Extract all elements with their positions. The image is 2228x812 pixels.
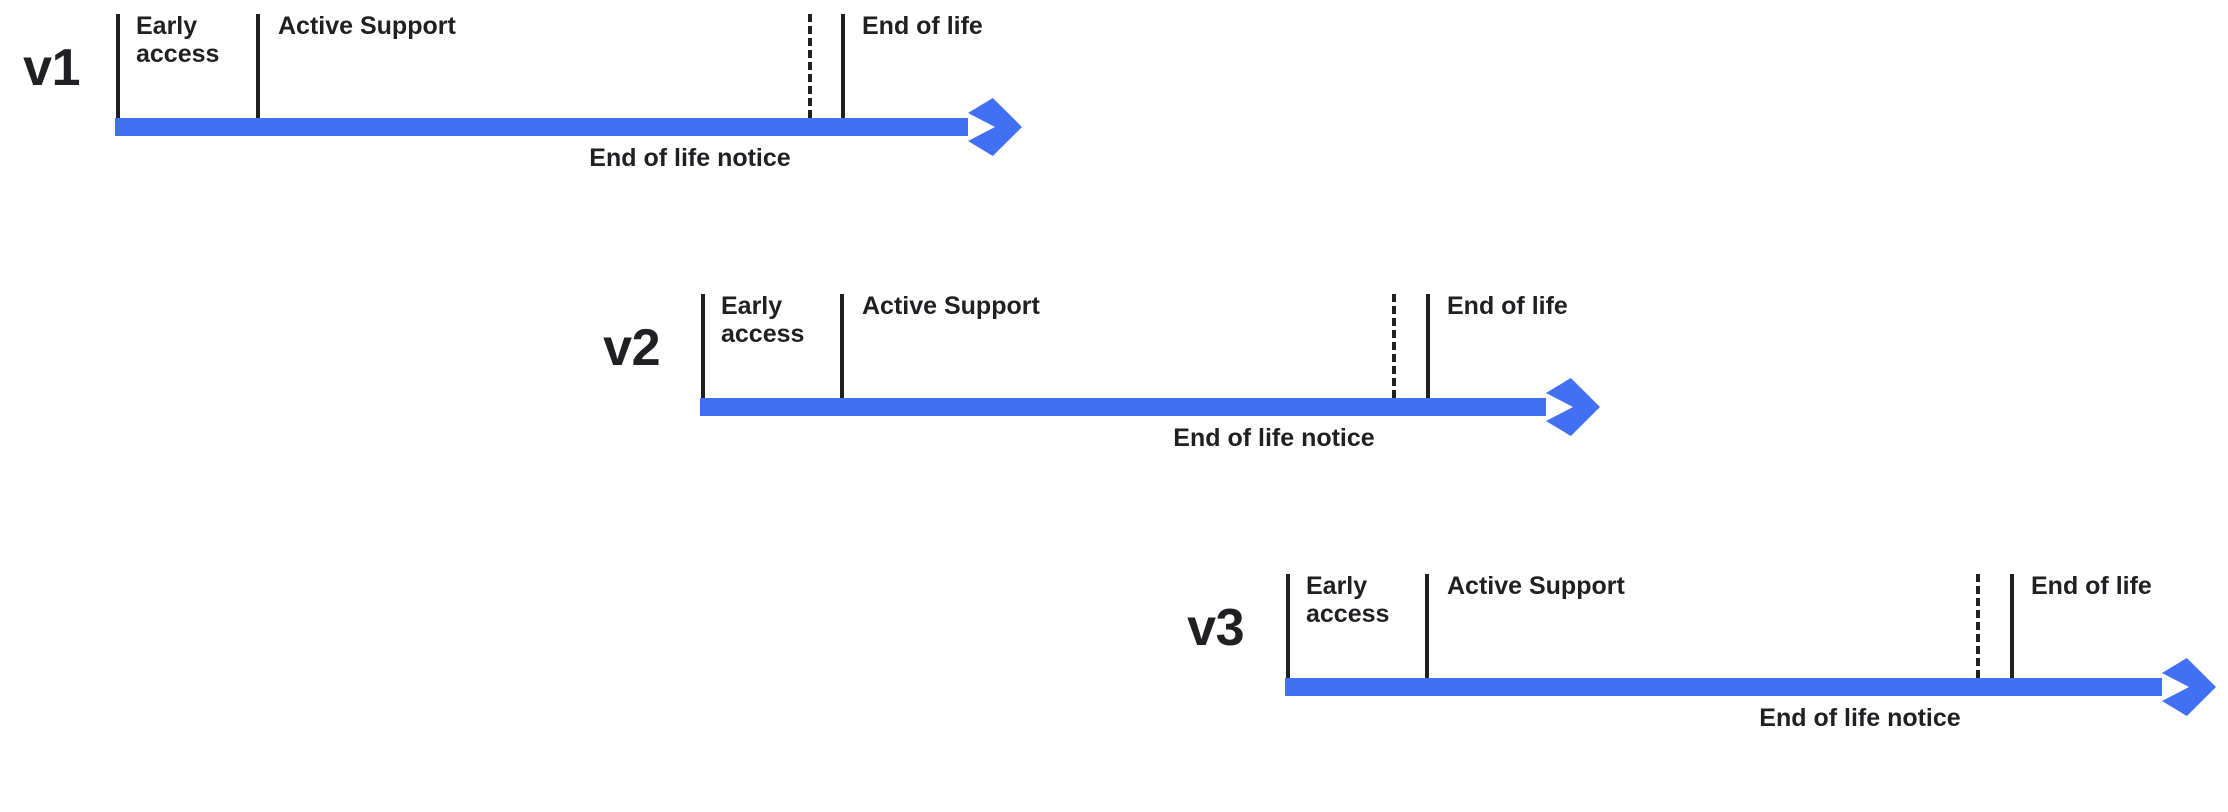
phase-divider-dashed-v1-2 bbox=[808, 14, 812, 118]
version-label-v2: v2 bbox=[603, 319, 660, 377]
phase-label-v2-3: End of life bbox=[1447, 292, 1568, 320]
phase-divider-dashed-v2-2 bbox=[1392, 294, 1396, 398]
eol-notice-label-v2: End of life notice bbox=[1173, 424, 1375, 452]
timeline-arrow-icon-v2 bbox=[1546, 378, 1600, 436]
phase-divider-solid-v3-0 bbox=[1286, 574, 1290, 678]
phase-label-v3-0: Early access bbox=[1306, 572, 1390, 628]
lifecycle-track-v1 bbox=[115, 118, 968, 136]
phase-divider-solid-v1-3 bbox=[841, 14, 845, 118]
timeline-arrow-icon-v1 bbox=[968, 98, 1022, 156]
phase-label-v3-3: End of life bbox=[2031, 572, 2152, 600]
phase-divider-solid-v2-0 bbox=[701, 294, 705, 398]
phase-label-v1-1: Active Support bbox=[278, 12, 456, 40]
phase-divider-solid-v3-3 bbox=[2010, 574, 2014, 678]
phase-label-v2-0: Early access bbox=[721, 292, 805, 348]
lifecycle-track-v3 bbox=[1285, 678, 2162, 696]
phase-divider-solid-v3-1 bbox=[1425, 574, 1429, 678]
phase-label-v3-1: Active Support bbox=[1447, 572, 1625, 600]
timeline-arrow-icon-v3 bbox=[2162, 658, 2216, 716]
eol-notice-label-v3: End of life notice bbox=[1759, 704, 1961, 732]
eol-notice-label-v1: End of life notice bbox=[589, 144, 791, 172]
version-label-v1: v1 bbox=[23, 39, 80, 97]
phase-divider-solid-v1-0 bbox=[116, 14, 120, 118]
version-label-v3: v3 bbox=[1187, 599, 1244, 657]
phase-divider-dashed-v3-2 bbox=[1976, 574, 1980, 678]
phase-label-v1-3: End of life bbox=[862, 12, 983, 40]
lifecycle-track-v2 bbox=[700, 398, 1546, 416]
phase-divider-solid-v1-1 bbox=[256, 14, 260, 118]
phase-divider-solid-v2-3 bbox=[1426, 294, 1430, 398]
phase-label-v1-0: Early access bbox=[136, 12, 220, 68]
phase-label-v2-1: Active Support bbox=[862, 292, 1040, 320]
phase-divider-solid-v2-1 bbox=[840, 294, 844, 398]
